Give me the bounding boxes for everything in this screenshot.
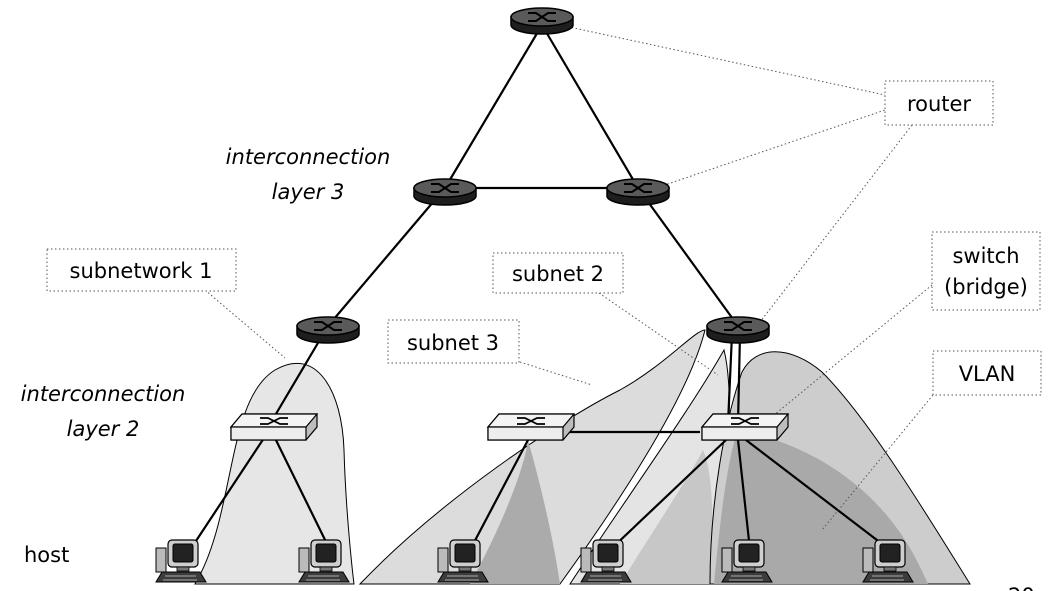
subnet-3-inner-region <box>470 440 560 584</box>
host-label: host <box>24 543 69 567</box>
router-label: router <box>907 92 971 116</box>
interconnection-layer-3-line2: layer 3 <box>272 180 345 204</box>
router-icon <box>296 316 360 344</box>
switch-label-line1: switch <box>952 244 1019 268</box>
vlan-label: VLAN <box>959 362 1016 386</box>
router-icon <box>510 7 574 35</box>
router-icon <box>606 178 670 206</box>
subnet-2-label: subnet 2 <box>512 262 604 286</box>
computer-icon <box>155 539 207 583</box>
interconnection-layer-2-line1: interconnection <box>21 382 186 406</box>
label-boxes <box>46 80 1042 396</box>
router-icon <box>706 316 770 344</box>
subnet-3-label: subnet 3 <box>407 331 499 355</box>
subnetwork-1-label: subnetwork 1 <box>70 259 213 283</box>
interconnection-layer-3-line1: interconnection <box>226 145 391 169</box>
router-icon <box>413 178 477 206</box>
switch-label-line2: (bridge) <box>944 275 1028 299</box>
page-number: 20 <box>1008 584 1035 591</box>
switch-icon <box>230 413 318 441</box>
switch-icon <box>487 413 575 441</box>
computer-icon <box>580 539 632 583</box>
subnet-2-inner-region <box>620 450 713 584</box>
switch-icon <box>701 413 789 441</box>
callout-lines <box>204 24 934 531</box>
interconnection-layer-2-line2: layer 2 <box>67 417 140 441</box>
